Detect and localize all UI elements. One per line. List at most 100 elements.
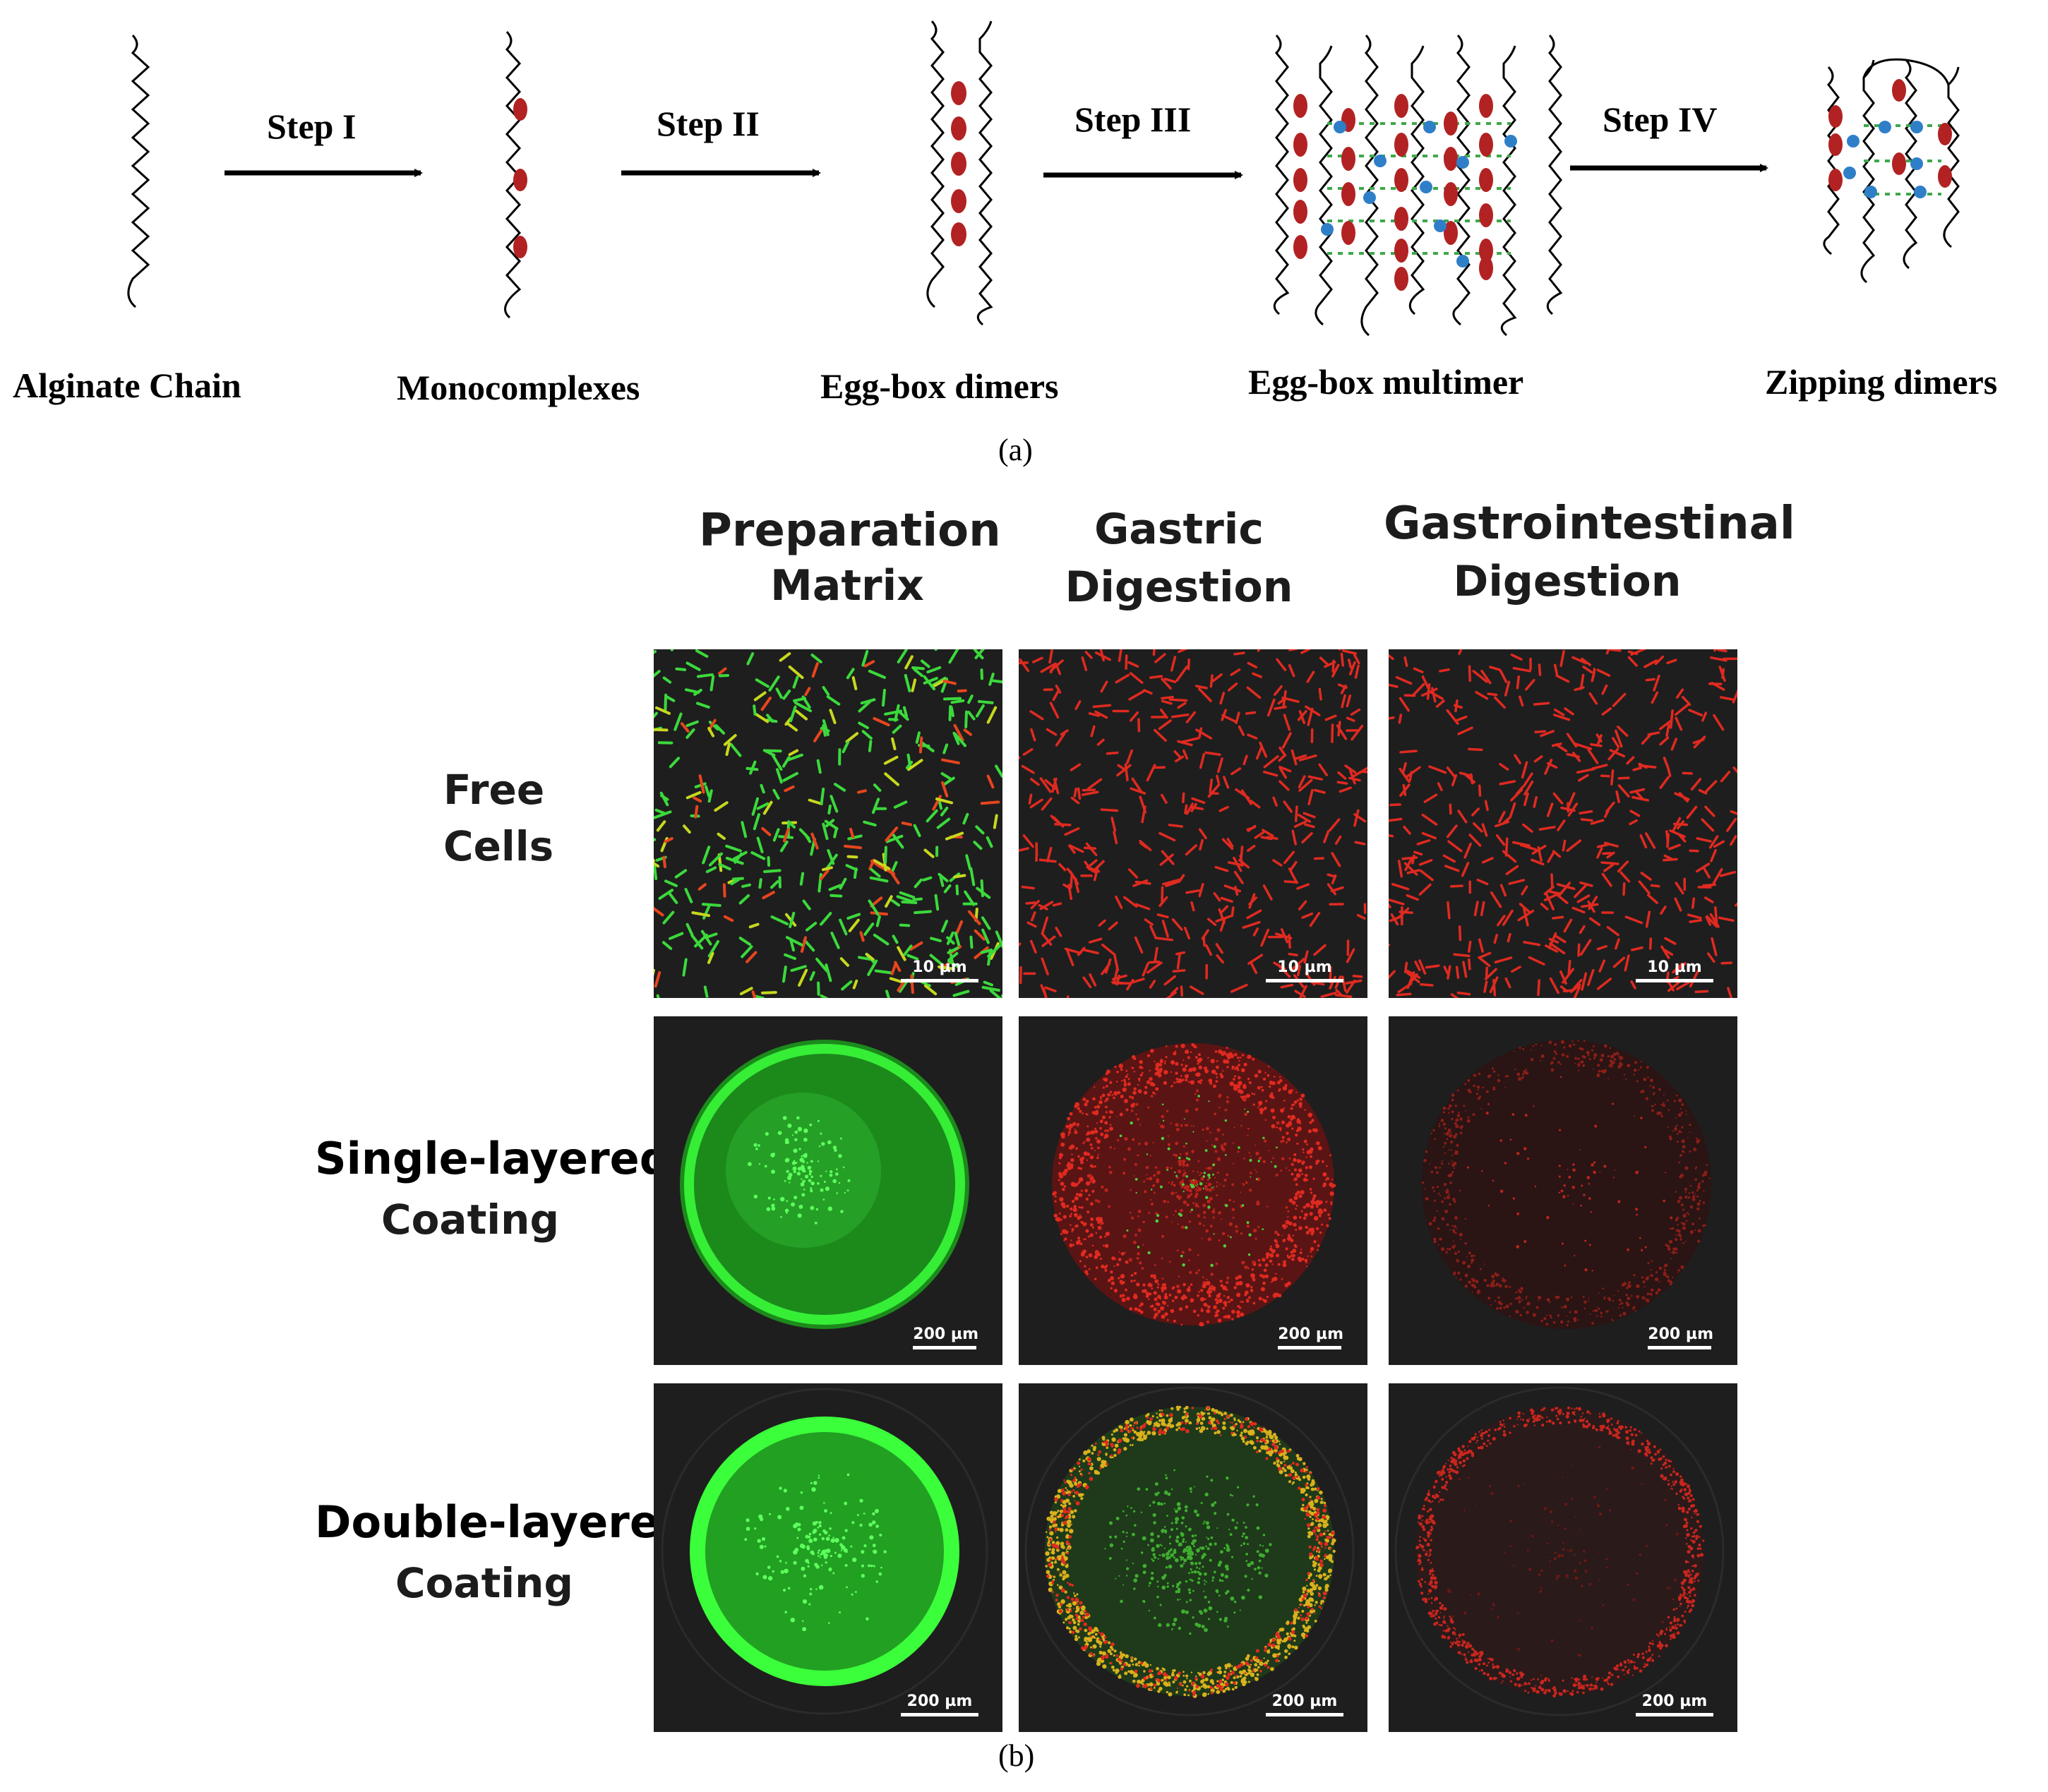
- fluorescent-speckle: [1147, 1675, 1150, 1678]
- fluorescent-speckle: [1464, 1284, 1468, 1288]
- fluorescent-speckle: [800, 1182, 805, 1187]
- fluorescent-speckle: [1256, 1673, 1259, 1676]
- fluorescent-speckle: [1640, 1117, 1643, 1119]
- fluorescent-speckle: [1098, 1217, 1103, 1222]
- fluorescent-speckle: [1185, 1674, 1189, 1678]
- bacterial-cell: [798, 968, 808, 987]
- fluorescent-speckle: [1258, 1105, 1261, 1107]
- bacterial-cell: [1354, 664, 1360, 679]
- fluorescent-speckle: [1060, 1603, 1063, 1606]
- fluorescent-speckle: [771, 1206, 776, 1211]
- bacterial-cell: [654, 670, 661, 678]
- fluorescent-speckle: [1079, 1242, 1083, 1246]
- fluorescent-speckle: [1310, 1147, 1314, 1152]
- fluorescent-speckle: [1192, 1131, 1194, 1133]
- fluorescent-speckle: [1046, 1570, 1050, 1575]
- fluorescent-speckle: [1676, 1124, 1678, 1126]
- fluorescent-speckle: [1185, 1305, 1189, 1309]
- fluorescent-speckle: [1497, 1074, 1499, 1076]
- fluorescent-speckle: [820, 1553, 822, 1556]
- fluorescent-speckle: [1081, 1606, 1086, 1611]
- bacterial-cell: [1499, 762, 1509, 771]
- bacterial-cell: [1118, 649, 1122, 662]
- fluorescent-speckle: [823, 1181, 826, 1184]
- fluorescent-speckle: [1072, 1244, 1075, 1246]
- fluorescent-speckle: [1080, 1189, 1083, 1192]
- fluorescent-speckle: [794, 1138, 798, 1142]
- bacterial-cell: [654, 906, 664, 917]
- fluorescent-speckle: [866, 1617, 869, 1621]
- capsule-outer-shell: [1024, 1386, 1355, 1716]
- fluorescent-speckle: [1447, 1128, 1451, 1132]
- fluorescent-speckle: [1195, 1427, 1199, 1430]
- fluorescent-speckle: [1441, 1217, 1445, 1221]
- fluorescent-speckle: [810, 1481, 813, 1484]
- fluorescent-speckle: [1293, 1222, 1297, 1227]
- fluorescent-speckle: [1603, 1165, 1607, 1168]
- fluorescent-speckle: [1099, 1258, 1102, 1261]
- fluorescent-speckle: [1540, 1319, 1543, 1323]
- fluorescent-speckle: [1117, 1657, 1121, 1661]
- bacterial-cell: [953, 723, 964, 742]
- fluorescent-speckle: [1441, 1160, 1444, 1162]
- fluorescent-speckle: [1579, 1149, 1581, 1150]
- fluorescent-speckle: [1170, 1060, 1175, 1065]
- fluorescent-speckle: [1178, 1156, 1181, 1160]
- fluorescent-speckle: [1115, 1428, 1119, 1432]
- fluorescent-speckle: [1135, 1294, 1137, 1296]
- bacterial-cell: [1519, 903, 1532, 914]
- fluorescent-speckle: [1588, 1244, 1591, 1246]
- bacterial-cell: [1246, 686, 1262, 699]
- fluorescent-speckle: [1610, 1065, 1613, 1068]
- bacterial-cell: [1221, 709, 1228, 721]
- fluorescent-speckle: [1608, 1064, 1612, 1068]
- fluorescent-speckle: [1685, 1110, 1687, 1112]
- fluorescent-speckle: [1170, 1673, 1175, 1677]
- fluorescent-speckle: [1603, 1044, 1607, 1048]
- bacterial-cell: [1175, 951, 1186, 956]
- fluorescent-speckle: [872, 1544, 876, 1548]
- fluorescent-speckle: [1262, 1136, 1265, 1139]
- fluorescent-speckle: [1451, 1244, 1456, 1249]
- fluorescent-speckle: [1226, 1100, 1230, 1104]
- fluorescent-speckle: [823, 1502, 825, 1504]
- bacterial-cell: [1334, 993, 1353, 998]
- row-header-free-cells: Free Cells: [443, 766, 553, 870]
- fluorescent-speckle: [1247, 1680, 1250, 1683]
- fluorescent-speckle: [1183, 1407, 1186, 1410]
- fluorescent-speckle: [1114, 1065, 1117, 1069]
- fluorescent-speckle: [1242, 1083, 1247, 1088]
- fluorescent-speckle: [1123, 1083, 1127, 1087]
- fluorescent-speckle: [1149, 1076, 1153, 1081]
- fluorescent-speckle: [1051, 1580, 1055, 1583]
- fluorescent-speckle: [1557, 1314, 1560, 1317]
- bacterial-cell: [718, 862, 731, 871]
- fluorescent-speckle: [1161, 1103, 1164, 1106]
- fluorescent-speckle: [1245, 1417, 1249, 1421]
- bacterial-cell: [1574, 884, 1587, 898]
- bacterial-cell: [764, 749, 782, 753]
- fluorescent-speckle: [803, 1188, 806, 1191]
- fluorescent-speckle: [1245, 1283, 1250, 1288]
- fluorescent-speckle: [1045, 1551, 1050, 1556]
- fluorescent-speckle: [808, 1603, 811, 1606]
- fluorescent-speckle: [1247, 1110, 1250, 1113]
- fluorescent-speckle: [1067, 1162, 1071, 1165]
- bacterial-cell: [1510, 654, 1523, 661]
- fluorescent-speckle: [1190, 1183, 1192, 1186]
- fluorescent-speckle: [1295, 1208, 1297, 1210]
- fluorescent-speckle: [1438, 1122, 1441, 1125]
- row-header-line1: Single-layered: [315, 1133, 671, 1184]
- fluorescent-speckle: [1099, 1235, 1103, 1239]
- bacterial-cell: [1646, 894, 1658, 904]
- fluorescent-speckle: [1223, 1417, 1226, 1421]
- fluorescent-speckle: [840, 1549, 843, 1552]
- bacterial-cell: [1252, 672, 1262, 678]
- fluorescent-speckle: [1152, 1091, 1155, 1095]
- fluorescent-speckle: [1155, 1678, 1158, 1681]
- fluorescent-speckle: [1252, 1668, 1254, 1670]
- fluorescent-speckle: [1192, 1170, 1194, 1172]
- fluorescent-speckle: [1110, 1281, 1115, 1285]
- fluorescent-speckle: [1077, 1636, 1080, 1639]
- fluorescent-speckle: [1323, 1208, 1327, 1213]
